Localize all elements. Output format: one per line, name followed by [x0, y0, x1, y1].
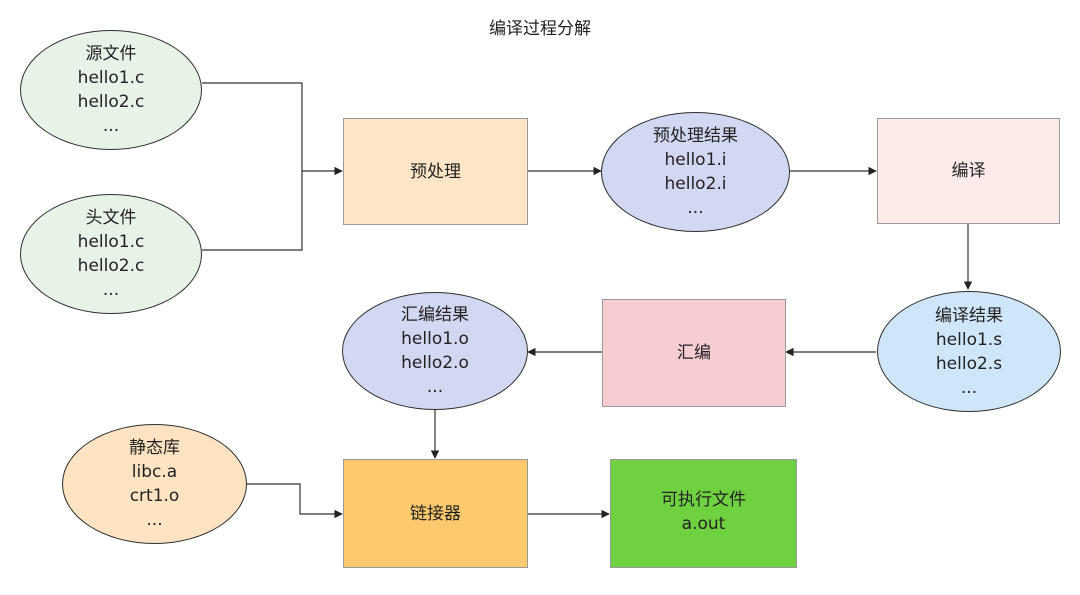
source-file-item: hello1.c	[77, 68, 145, 88]
compile-result-more: ...	[960, 377, 978, 398]
compile-result-item: hello2.s	[935, 353, 1003, 374]
assemble-result-more: ...	[426, 377, 444, 397]
edge-header-to-preprocess	[202, 166, 343, 251]
preprocess-result-node: 预处理结果 hello1.i hello2.i ...	[601, 112, 790, 232]
compile-result-item: hello1.s	[935, 329, 1003, 350]
assemble-result-label: 汇编结果	[401, 305, 469, 325]
header-files-label: 头文件	[85, 208, 137, 228]
static-lib-node: 静态库 libc.a crt1.o ...	[62, 424, 247, 544]
assemble-result-item: hello2.o	[401, 353, 469, 373]
preprocess-box: 预处理	[343, 118, 528, 225]
header-file-item: hello1.c	[77, 232, 145, 252]
preprocess-label: 预处理	[410, 161, 461, 182]
assemble-box: 汇编	[602, 299, 786, 407]
linker-label: 链接器	[410, 503, 461, 524]
source-files-label: 源文件	[85, 44, 137, 64]
preprocess-result-label: 预处理结果	[653, 126, 738, 146]
executable-label: 可执行文件	[661, 490, 746, 510]
preprocess-result-item: hello2.i	[664, 174, 727, 194]
assemble-result-node: 汇编结果 hello1.o hello2.o ...	[342, 292, 528, 410]
edge-source-to-preprocess	[202, 82, 303, 171]
static-lib-more: ...	[146, 510, 163, 530]
static-lib-label: 静态库	[129, 438, 180, 458]
compile-result-label: 编译结果	[935, 305, 1003, 326]
header-file-more: ...	[102, 280, 120, 300]
executable-file: a.out	[681, 514, 726, 534]
header-files-node: 头文件 hello1.c hello2.c ...	[20, 194, 202, 314]
linker-box: 链接器	[343, 459, 528, 568]
page-title: 编译过程分解	[489, 19, 591, 39]
executable-box: 可执行文件 a.out	[610, 459, 797, 568]
edge-static-lib-to-linker	[247, 483, 343, 519]
source-file-item: hello2.c	[77, 92, 145, 112]
assemble-result-item: hello1.o	[401, 329, 469, 349]
compile-result-node: 编译结果 hello1.s hello2.s ...	[877, 291, 1061, 412]
compile-label: 编译	[951, 161, 986, 181]
source-file-more: ...	[102, 116, 120, 136]
preprocess-result-more: ...	[687, 198, 704, 218]
assemble-label: 汇编	[677, 343, 711, 363]
static-lib-item: crt1.o	[129, 486, 180, 506]
preprocess-result-item: hello1.i	[664, 150, 727, 170]
compile-box: 编译	[877, 118, 1060, 224]
source-files-node: 源文件 hello1.c hello2.c ...	[20, 30, 202, 150]
static-lib-item: libc.a	[131, 462, 178, 482]
header-file-item: hello2.c	[77, 256, 145, 276]
